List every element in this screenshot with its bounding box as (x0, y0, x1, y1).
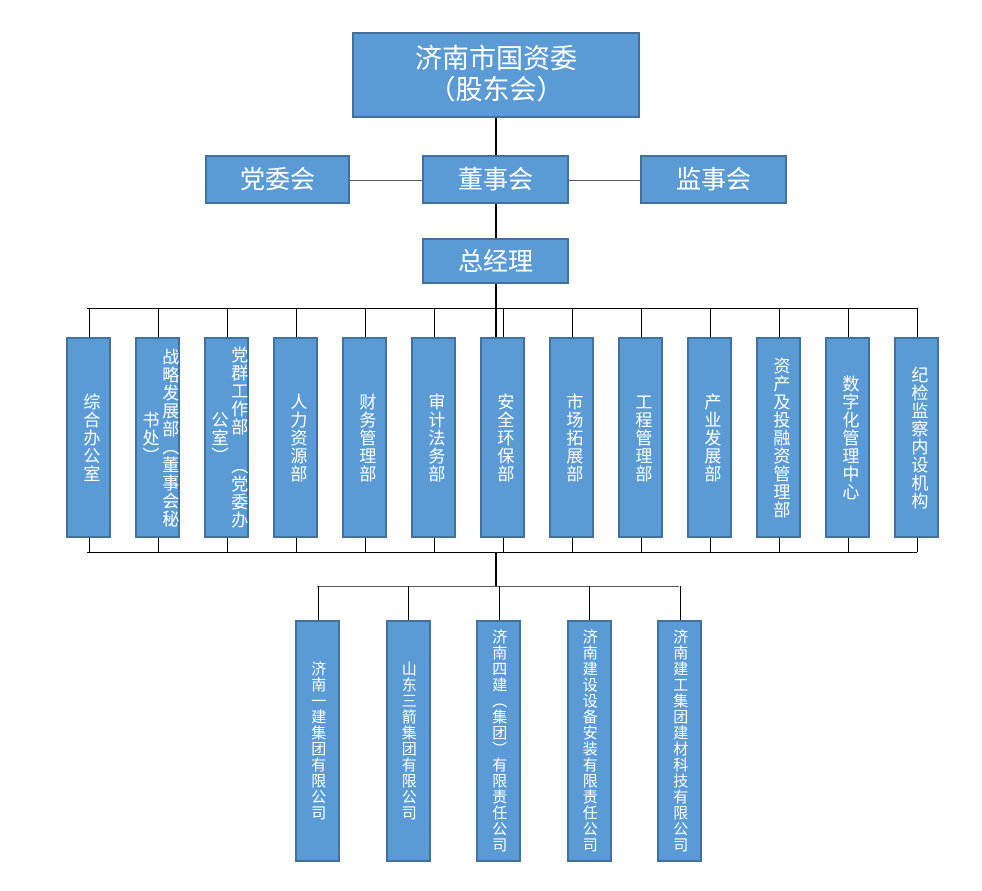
node-department[interactable]: 纪检监察内设机构 (894, 337, 939, 538)
connector-gm-to-dept-bus (495, 284, 497, 337)
connector-dept-stub-bottom (88, 538, 90, 552)
node-department[interactable]: 产业发展部 (687, 337, 732, 538)
node-subsidiary[interactable]: 济南一建集团有限公司 (295, 620, 340, 862)
node-department-label: 安全环保部 (493, 392, 514, 483)
node-board-of-supervisors-label: 监事会 (675, 165, 751, 194)
node-department-label: 审计法务部 (424, 392, 445, 483)
connector-dept-stub-bottom (433, 538, 435, 552)
node-general-manager-label: 总经理 (457, 246, 533, 276)
node-department-label: 财务管理部 (355, 392, 376, 483)
connector-dept-stub-top (88, 308, 90, 337)
node-department[interactable]: 安全环保部 (480, 337, 525, 538)
connector-dept-stub-bottom (571, 538, 573, 552)
node-root-label: 济南市国资委 （股东会） (415, 43, 577, 106)
connector-board-to-party (349, 180, 423, 181)
node-department-label: 综合办公室 (79, 392, 100, 483)
node-root-sasac[interactable]: 济南市国资委 （股东会） (352, 32, 640, 118)
node-subsidiary[interactable]: 济南四建（集团）有限责任公司 (476, 620, 521, 862)
node-subsidiary-label: 济南四建（集团）有限责任公司 (490, 629, 509, 853)
connector-dept-stub-top (502, 308, 504, 337)
node-department[interactable]: 财务管理部 (342, 337, 387, 538)
connector-dept-stub-bottom (778, 538, 780, 552)
node-department[interactable]: 数字化管理中心 (825, 337, 870, 538)
node-department-label: 工程管理部 (631, 392, 652, 483)
connector-dept-stub-bottom (226, 538, 228, 552)
node-department-label: 资产及投融资管理部 (769, 356, 790, 519)
connector-subsidiary-stub (408, 586, 409, 620)
connector-dept-stub-bottom (916, 538, 918, 552)
node-department[interactable]: 人力资源部 (273, 337, 318, 538)
node-department[interactable]: 党群工作部 （党委办公室） (204, 337, 249, 538)
node-department-label: 纪检监察内设机构 (907, 365, 928, 510)
node-party-committee-label: 党委会 (239, 165, 315, 194)
node-subsidiary[interactable]: 济南建工集团建材科技有限公司 (657, 620, 702, 862)
node-subsidiary[interactable]: 济南建设设备安装有限责任公司 (566, 620, 612, 862)
connector-dept-stub-bottom (295, 538, 297, 552)
connector-dept-stub-top (364, 308, 366, 337)
node-department[interactable]: 工程管理部 (618, 337, 663, 538)
connector-dept-stub-top (709, 308, 711, 337)
node-subsidiary-label: 山东三箭集团有限公司 (399, 661, 418, 821)
node-board-of-directors-label: 董事会 (457, 165, 533, 194)
connector-dept-stub-top (847, 308, 849, 337)
node-department-label: 人力资源部 (286, 392, 307, 483)
node-department[interactable]: 市场拓展部 (549, 337, 594, 538)
connector-dept-stub-bottom (364, 538, 366, 552)
connector-dept-bus (87, 308, 917, 309)
connector-dept-stub-top (571, 308, 573, 337)
connector-subsidiary-stub (589, 586, 590, 620)
node-party-committee[interactable]: 党委会 (205, 155, 350, 204)
connector-subsidiary-stub (679, 586, 681, 620)
connector-dept-stub-top (916, 308, 918, 337)
node-department-label: 数字化管理中心 (838, 374, 859, 501)
connector-board-to-gm (495, 203, 497, 239)
connector-dept-stub-top (157, 308, 159, 337)
node-subsidiary[interactable]: 山东三箭集团有限公司 (385, 620, 431, 862)
node-department-label: 党群工作部 （党委办公室） (207, 346, 248, 529)
connector-root-to-board (495, 117, 497, 158)
connector-dept-stub-top (640, 308, 642, 337)
node-department[interactable]: 资产及投融资管理部 (756, 337, 801, 538)
node-department[interactable]: 战略发展部（董事会秘书处） (135, 337, 180, 538)
connector-dept-stub-bottom (709, 538, 711, 552)
node-department-label: 市场拓展部 (562, 392, 583, 483)
node-department-label: 产业发展部 (700, 392, 721, 483)
node-board-of-supervisors[interactable]: 监事会 (640, 155, 787, 204)
node-board-of-directors[interactable]: 董事会 (422, 155, 569, 204)
connector-subsidiary-stub (317, 586, 319, 620)
connector-dept-stub-top (226, 308, 228, 337)
connector-to-subsidiary-bus (495, 553, 497, 586)
connector-dept-stub-bottom (847, 538, 849, 552)
connector-dept-stub-top (433, 308, 435, 337)
node-department[interactable]: 综合办公室 (66, 337, 111, 538)
node-department-label: 战略发展部（董事会秘书处） (138, 347, 179, 528)
connector-dept-stub-top (778, 308, 780, 337)
connector-dept-stub-bottom (157, 538, 159, 552)
node-general-manager[interactable]: 总经理 (422, 238, 569, 284)
connector-dept-stub-top (295, 308, 297, 337)
connector-subsidiary-bus (317, 586, 679, 587)
node-subsidiary-label: 济南建工集团建材科技有限公司 (671, 629, 690, 853)
node-subsidiary-label: 济南建设设备安装有限责任公司 (580, 629, 599, 853)
node-subsidiary-label: 济南一建集团有限公司 (309, 661, 328, 821)
connector-board-to-supervisor (568, 180, 641, 181)
connector-dept-stub-bottom (640, 538, 642, 552)
connector-subsidiary-stub (498, 586, 500, 620)
connector-dept-stub-bottom (502, 538, 504, 552)
node-department[interactable]: 审计法务部 (411, 337, 456, 538)
connector-dept-bottom-bus (87, 552, 917, 553)
